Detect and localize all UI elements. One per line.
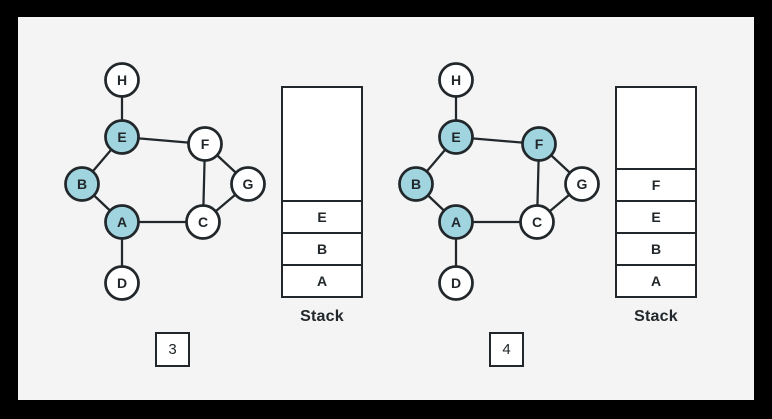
graph-node-E: E bbox=[438, 119, 474, 155]
graph-node-F: F bbox=[521, 126, 557, 162]
stack-item-F: F bbox=[617, 168, 695, 200]
graph-node-label: B bbox=[77, 176, 87, 192]
graph-node-A: A bbox=[438, 204, 474, 240]
graph-node-label: D bbox=[451, 275, 461, 291]
stack-label: Stack bbox=[300, 308, 344, 325]
graph-node-D: D bbox=[438, 265, 474, 301]
graph-node-label: E bbox=[451, 129, 460, 145]
graph-node-label: F bbox=[535, 136, 544, 152]
graph-node-label: A bbox=[117, 214, 127, 230]
graph-node-F: F bbox=[187, 126, 223, 162]
graph-node-label: D bbox=[117, 275, 127, 291]
graph-step-3: H E F B G A C D bbox=[64, 62, 266, 301]
step-number-box: 4 bbox=[489, 332, 524, 367]
stack-item-A: A bbox=[617, 264, 695, 296]
graph-node-B: B bbox=[398, 166, 434, 202]
step-number-box: 3 bbox=[155, 332, 190, 367]
graph-node-label: H bbox=[451, 72, 461, 88]
graph-node-label: E bbox=[117, 129, 126, 145]
step-number: 4 bbox=[502, 341, 511, 358]
stack-item-E: E bbox=[617, 200, 695, 232]
graph-node-G: G bbox=[564, 166, 600, 202]
stack-empty-space bbox=[617, 88, 695, 168]
graph-node-label: C bbox=[198, 214, 208, 230]
stack-item-B: B bbox=[283, 232, 361, 264]
graph-node-D: D bbox=[104, 265, 140, 301]
graph-node-C: C bbox=[185, 204, 221, 240]
stack-label: Stack bbox=[634, 308, 678, 325]
step-number: 3 bbox=[168, 341, 177, 358]
stack-item-E: E bbox=[283, 200, 361, 232]
graph-node-label: F bbox=[201, 136, 210, 152]
graph-node-H: H bbox=[104, 62, 140, 98]
stack-item-A: A bbox=[283, 264, 361, 296]
graph-node-G: G bbox=[230, 166, 266, 202]
graph-node-label: H bbox=[117, 72, 127, 88]
graph-node-E: E bbox=[104, 119, 140, 155]
graph-node-C: C bbox=[519, 204, 555, 240]
graph-node-label: G bbox=[243, 176, 254, 192]
graph-node-H: H bbox=[438, 62, 474, 98]
graph-node-B: B bbox=[64, 166, 100, 202]
graph-node-A: A bbox=[104, 204, 140, 240]
graph-node-label: G bbox=[577, 176, 588, 192]
stack-empty-space bbox=[283, 88, 361, 200]
stack-item-B: B bbox=[617, 232, 695, 264]
graph-node-label: C bbox=[532, 214, 542, 230]
graph-step-4: H E F B G A C D bbox=[398, 62, 600, 301]
graph-node-label: A bbox=[451, 214, 461, 230]
graph-node-label: B bbox=[411, 176, 421, 192]
